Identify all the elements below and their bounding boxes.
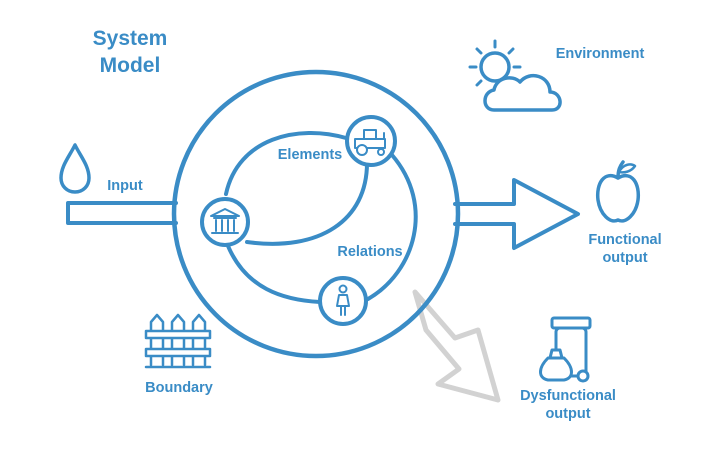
elements-right-loop — [366, 153, 418, 301]
water-drop-icon — [59, 143, 91, 194]
elements-outer-loop — [224, 130, 348, 196]
tractor-icon — [345, 115, 397, 167]
dysfunctional-output-line-2: output — [545, 406, 591, 423]
system-boundary-circle — [171, 69, 461, 359]
bank-building-icon — [200, 197, 250, 247]
diagram-title: System Model — [76, 25, 184, 80]
dysfunctional-arrow — [412, 289, 501, 403]
boundary-label: Boundary — [145, 380, 213, 396]
trash-bin-icon — [539, 316, 592, 383]
input-label: Input — [107, 178, 143, 194]
relations-label: Relations — [337, 244, 403, 260]
elements-left-loop — [226, 244, 322, 304]
dysfunctional-output-line-1: Dysfunctional — [520, 388, 616, 404]
fence-icon — [144, 313, 212, 369]
elements-inner-loop — [245, 161, 369, 246]
title-line-1: System — [92, 27, 168, 50]
environment-label: Environment — [555, 46, 645, 62]
title-line-2: Model — [99, 54, 161, 78]
functional-output-line-2: output — [602, 250, 648, 267]
dysfunctional-output-label: Dysfunctional output — [508, 387, 628, 423]
elements-label: Elements — [277, 147, 343, 163]
functional-output-line-1: Functional — [588, 232, 662, 248]
person-icon — [318, 276, 368, 326]
input-arrow-bar — [66, 201, 178, 225]
sun-cloud-icon — [468, 39, 562, 112]
output-arrow — [453, 178, 580, 250]
functional-output-label: Functional output — [575, 231, 675, 267]
apple-icon — [595, 160, 641, 223]
